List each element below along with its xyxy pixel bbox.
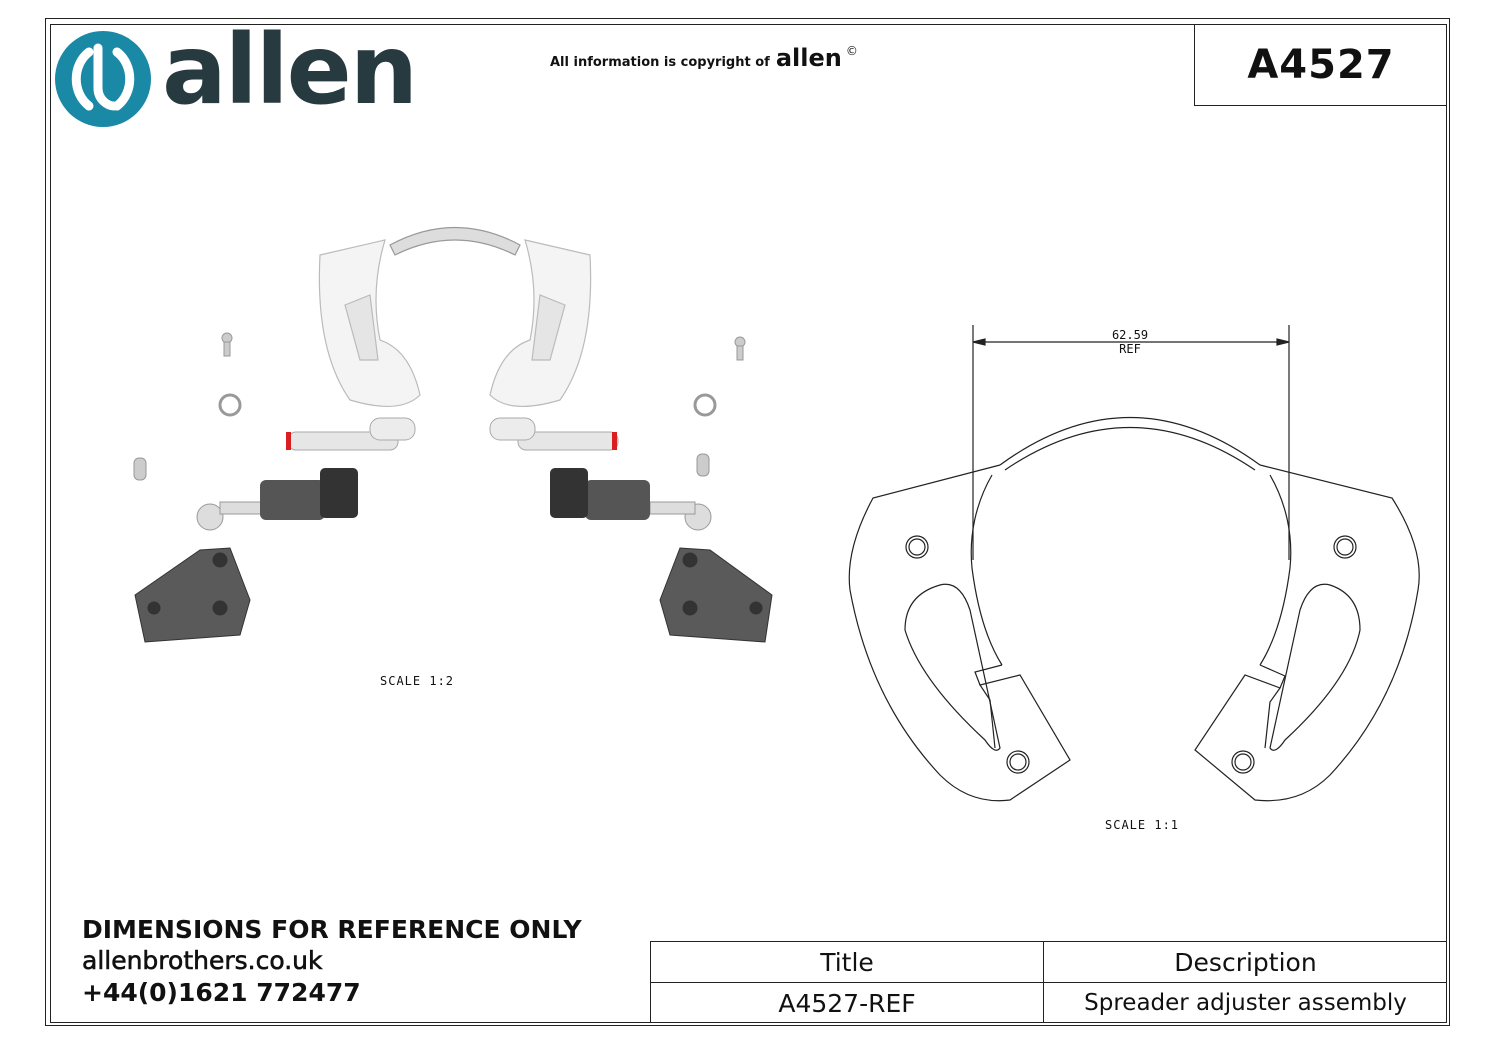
title-value: A4527-REF xyxy=(651,983,1044,1023)
drawing-frame-inner xyxy=(50,24,1447,1023)
allen-logo-icon xyxy=(55,31,151,127)
dimension-value: 62.59 xyxy=(1111,328,1149,342)
dimension-note: REF xyxy=(1119,342,1141,356)
exploded-assembly-view xyxy=(133,226,773,643)
part-number: A4527 xyxy=(1194,24,1447,106)
website: allenbrothers.co.uk xyxy=(82,946,323,976)
plate-drawing-view xyxy=(848,325,1420,802)
copyright-brand: allen xyxy=(775,44,842,72)
exploded-view-scale: SCALE 1:2 xyxy=(380,674,455,688)
reference-notice: DIMENSIONS FOR REFERENCE ONLY xyxy=(82,915,582,944)
logo-wordmark: allen xyxy=(162,14,418,126)
clevis-pins xyxy=(286,417,619,451)
description-header: Description xyxy=(1044,942,1447,983)
plate-view-scale: SCALE 1:1 xyxy=(1105,818,1180,832)
copyright-text: All information is copyright of xyxy=(550,55,770,70)
copyright-symbol: © xyxy=(845,44,858,58)
description-value: Spreader adjuster assembly xyxy=(1084,990,1407,1016)
title-header: Title xyxy=(651,942,1044,983)
drawing-frame-outer xyxy=(45,18,1450,1026)
title-block: Title Description A4527-REF Spreader adj… xyxy=(650,941,1447,1023)
phone-number: +44(0)1621 772477 xyxy=(82,978,361,1007)
dimension-label: 62.59 REF xyxy=(1100,328,1160,356)
copyright-notice: All information is copyright of allen© xyxy=(550,44,858,72)
